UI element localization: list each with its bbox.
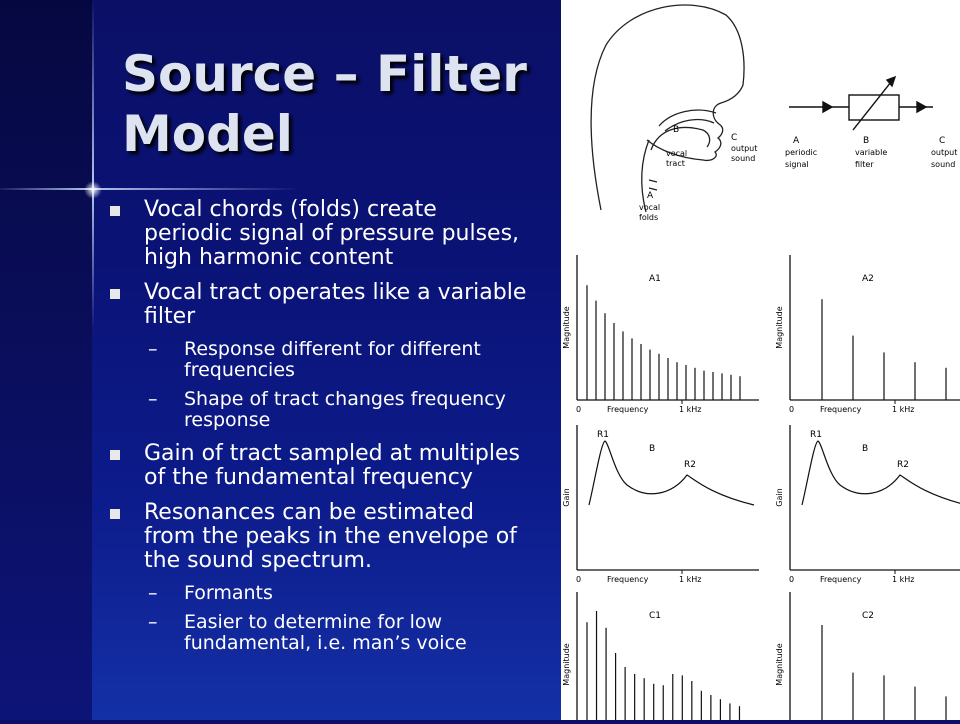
- block-label-output: output: [931, 148, 957, 157]
- gain-envelope-curve: [588, 440, 755, 506]
- y-axis-label: Magnitude: [775, 306, 784, 348]
- bullet-item: Vocal tract operates like a variable fil…: [108, 281, 528, 431]
- tongue: [650, 126, 711, 151]
- sub-bullet-text: Formants: [184, 582, 273, 604]
- block-label-b: B: [863, 136, 869, 146]
- panel-label: B: [649, 444, 655, 454]
- x-axis-tick-label: 1 kHz: [892, 405, 914, 414]
- figure-canvas: B vocal tract C output sound A vocal fol…: [562, 4, 960, 724]
- block-label-variable: variable: [855, 148, 887, 157]
- bullet-item: Vocal chords (folds) create periodic sig…: [108, 198, 528, 270]
- sub-bullet-item: –Response different for different freque…: [148, 338, 481, 381]
- vocal-tract-diagram: [590, 4, 745, 213]
- block-label-c: C: [939, 136, 945, 146]
- y-axis-label: Gain: [775, 488, 784, 506]
- x-axis-zero-label: 0: [789, 405, 794, 414]
- sub-bullet-text: Shape of tract changes frequency respons…: [184, 388, 506, 431]
- bullet-item: Resonances can be estimated from the pea…: [108, 501, 528, 654]
- bullet-text: Vocal tract operates like a variable fil…: [144, 280, 527, 329]
- palate: [658, 109, 717, 132]
- block-label-periodic: periodic: [785, 148, 817, 157]
- larynx: [648, 179, 658, 191]
- panel-label: B: [862, 444, 868, 454]
- resonance-label-r2: R2: [684, 460, 696, 470]
- x-axis-label: Frequency: [820, 405, 862, 414]
- panel-label: A2: [862, 274, 874, 284]
- x-axis-tick-label: 1 kHz: [679, 405, 701, 414]
- anatomy-label-vocal-folds-2: folds: [639, 213, 658, 222]
- x-axis-tick-label: 1 kHz: [679, 575, 701, 584]
- slide-title: Source – Filter Model: [122, 45, 527, 163]
- x-axis-zero-label: 0: [576, 405, 581, 414]
- anatomy-label-vocal-folds-1: vocal: [639, 203, 660, 212]
- anatomy-label-vocal: vocal: [666, 149, 687, 158]
- bullet-text: Gain of tract sampled at multiples of th…: [144, 441, 520, 490]
- y-axis-label: Magnitude: [562, 643, 571, 685]
- sub-bullet-list: –Response different for different freque…: [108, 339, 528, 431]
- flare-vertical: [92, 0, 94, 330]
- block-diagram: [789, 75, 933, 131]
- panel-label: A1: [649, 274, 661, 284]
- flare-star: [84, 181, 102, 199]
- y-axis-label: Magnitude: [562, 306, 571, 348]
- block-label-filter: filter: [855, 160, 874, 169]
- y-axis-label: Magnitude: [775, 643, 784, 685]
- panel-label: C1: [649, 611, 661, 621]
- block-label-signal: signal: [785, 160, 809, 169]
- anatomy-label-sound: sound: [731, 154, 755, 163]
- anatomy-label-a: A: [647, 191, 654, 201]
- x-axis-label: Frequency: [607, 405, 649, 414]
- filter-box: [848, 94, 900, 121]
- sub-bullet-list: –Formants –Easier to determine for low f…: [108, 583, 528, 654]
- resonance-label-r2: R2: [897, 460, 909, 470]
- x-axis-label: Frequency: [820, 575, 862, 584]
- arrow-head-3: [885, 75, 897, 88]
- block-label-sound: sound: [931, 160, 955, 169]
- gain-envelope-curve: [801, 440, 960, 506]
- sub-bullet-item: –Formants: [148, 582, 273, 604]
- anatomy-label-c: C: [731, 133, 737, 143]
- x-axis-label: Frequency: [607, 575, 649, 584]
- bullet-text: Resonances can be estimated from the pea…: [144, 500, 517, 573]
- throat-outline: [641, 139, 650, 213]
- bullet-list: Vocal chords (folds) create periodic sig…: [108, 198, 528, 665]
- sub-bullet-text: Easier to determine for low fundamental,…: [184, 611, 467, 654]
- bullet-item: Gain of tract sampled at multiples of th…: [108, 442, 528, 490]
- x-axis-zero-label: 0: [576, 575, 581, 584]
- arrow-head-1: [822, 100, 834, 114]
- sub-bullet-text: Response different for different frequen…: [184, 338, 481, 381]
- arrow-head-2: [916, 100, 928, 114]
- left-band: [0, 0, 92, 720]
- sub-bullet-item: –Easier to determine for low fundamental…: [148, 611, 467, 654]
- bullet-text: Vocal chords (folds) create periodic sig…: [144, 197, 520, 270]
- anatomy-label-output: output: [731, 144, 757, 153]
- x-axis-zero-label: 0: [789, 575, 794, 584]
- y-axis-label: Gain: [562, 488, 571, 506]
- resonance-label-r1: R1: [597, 430, 609, 440]
- panel-label: C2: [862, 611, 874, 621]
- block-label-a: A: [793, 136, 800, 146]
- head-outline: [590, 4, 745, 211]
- resonance-label-r1: R1: [810, 430, 822, 440]
- flare-horizontal: [0, 188, 300, 190]
- anatomy-label-tract: tract: [666, 159, 685, 168]
- sub-bullet-item: –Shape of tract changes frequency respon…: [148, 388, 506, 431]
- source-filter-figure: B vocal tract C output sound A vocal fol…: [561, 0, 960, 724]
- anatomy-label-b: B: [673, 125, 679, 135]
- x-axis-tick-label: 1 kHz: [892, 575, 914, 584]
